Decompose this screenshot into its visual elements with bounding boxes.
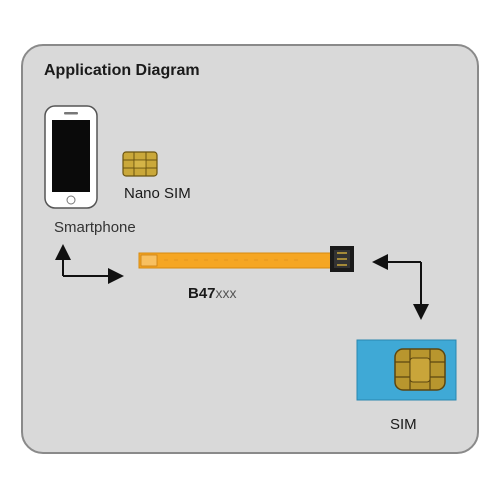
cable-to-sim-arrow (372, 254, 429, 320)
phone-to-cable-arrow (55, 244, 124, 284)
diagram-title: Application Diagram (44, 62, 200, 79)
smartphone-label: Smartphone (54, 219, 136, 236)
adapter-label: B47xxx (188, 285, 237, 302)
sim-label: SIM (390, 416, 417, 433)
adapter-label-suffix: xxx (215, 285, 237, 301)
nano-sim-icon (122, 151, 158, 177)
smartphone-icon (44, 105, 98, 209)
flex-cable-icon (138, 246, 354, 272)
nano-sim-label: Nano SIM (124, 185, 191, 202)
adapter-label-prefix: B47 (188, 285, 216, 302)
sim-card-icon (356, 339, 457, 401)
